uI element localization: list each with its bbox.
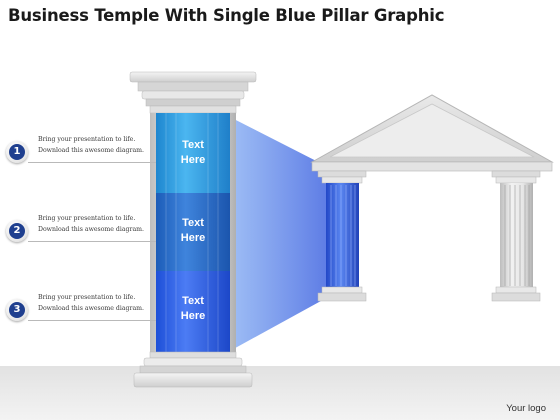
temple-gray-pillar xyxy=(491,170,541,302)
pillar-flutes xyxy=(165,113,219,352)
item-2-description: Bring your presentation to life. Downloa… xyxy=(38,215,144,233)
projection-beam xyxy=(228,116,330,352)
pillar-segment-3 xyxy=(156,271,230,352)
divider-line xyxy=(28,241,156,242)
divider-line xyxy=(28,320,156,321)
main-pillar-base xyxy=(133,351,253,388)
segment-3-label-line2: Here xyxy=(180,310,206,322)
pillar-segment-2 xyxy=(156,193,230,271)
list-item-3: 3 Bring your presentation to life. Downl… xyxy=(0,293,160,333)
segment-2-text: Text Here xyxy=(156,193,230,271)
segment-3-text: Text Here xyxy=(156,271,230,352)
list-item-2: 2 Bring your presentation to life. Downl… xyxy=(0,214,160,254)
segment-3-label-line1: Text xyxy=(182,295,204,307)
list-item-1: 1 Bring your presentation to life. Downl… xyxy=(0,135,160,175)
segment-2-label-line2: Here xyxy=(180,232,206,244)
segment-1-label-line1: Text xyxy=(182,139,204,151)
pillar-segment-1 xyxy=(156,113,230,193)
page-title: Business Temple With Single Blue Pillar … xyxy=(8,6,445,25)
segment-2-label-line1: Text xyxy=(182,217,204,229)
floor xyxy=(0,366,560,420)
segment-1-label-line2: Here xyxy=(180,154,206,166)
item-1-description: Bring your presentation to life. Downloa… xyxy=(38,136,144,154)
divider-line xyxy=(28,162,156,163)
logo-text: Your logo xyxy=(506,403,546,414)
number-badge-2: 2 xyxy=(6,220,28,242)
temple-roof xyxy=(310,94,554,172)
temple-blue-pillar xyxy=(317,170,367,302)
segment-1-text: Text Here xyxy=(156,113,230,193)
number-badge-3: 3 xyxy=(6,299,28,321)
item-3-description: Bring your presentation to life. Downloa… xyxy=(38,294,144,312)
number-badge-1: 1 xyxy=(6,141,28,163)
